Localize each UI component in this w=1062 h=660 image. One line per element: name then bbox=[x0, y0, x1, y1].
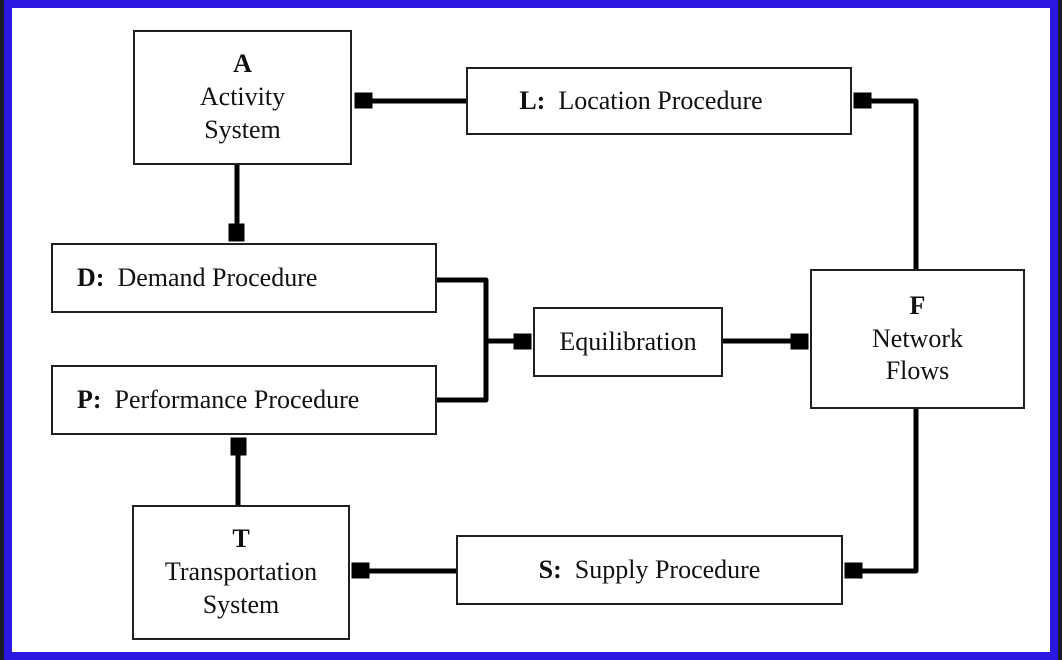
node-transportation-system: T Transportation System bbox=[132, 505, 350, 640]
node-performance-procedure: P: Performance Procedure bbox=[51, 365, 437, 435]
performance-procedure-prefix: P: bbox=[77, 384, 102, 414]
node-demand-procedure: D: Demand Procedure bbox=[51, 243, 437, 313]
activity-system-letter: A bbox=[233, 49, 252, 79]
location-procedure-prefix: L: bbox=[519, 85, 546, 115]
supply-procedure-prefix: S: bbox=[538, 554, 562, 584]
location-procedure-label: Location Procedure bbox=[558, 85, 763, 115]
node-equilibration: Equilibration bbox=[533, 307, 723, 377]
network-flows-line1: Network bbox=[872, 323, 963, 353]
arrow-network-flows-to-supply bbox=[847, 409, 919, 571]
arrow-network-flows-to-location bbox=[856, 101, 919, 269]
activity-system-line1: Activity bbox=[199, 82, 286, 112]
activity-system-line2: System bbox=[204, 114, 281, 144]
demand-procedure-label: Demand Procedure bbox=[117, 262, 318, 292]
left-edge-strip bbox=[0, 0, 4, 660]
network-flows-letter: F bbox=[909, 290, 926, 320]
transportation-system-letter: T bbox=[232, 524, 250, 554]
node-location-procedure: L: Location Procedure bbox=[466, 67, 852, 135]
demand-procedure-prefix: D: bbox=[77, 262, 105, 292]
network-flows-line2: Flows bbox=[885, 356, 950, 386]
right-edge-strip bbox=[1058, 0, 1062, 660]
supply-procedure-label: Supply Procedure bbox=[574, 554, 761, 584]
equilibration-label: Equilibration bbox=[559, 326, 697, 356]
transportation-system-line2: System bbox=[202, 589, 280, 619]
merge-bracket-demand-performance bbox=[437, 277, 489, 403]
performance-procedure-label: Performance Procedure bbox=[114, 384, 360, 414]
node-supply-procedure: S: Supply Procedure bbox=[456, 535, 843, 605]
node-network-flows: F Network Flows bbox=[810, 269, 1025, 409]
transportation-system-line1: Transportation bbox=[164, 557, 318, 587]
node-activity-system: A Activity System bbox=[133, 30, 352, 165]
